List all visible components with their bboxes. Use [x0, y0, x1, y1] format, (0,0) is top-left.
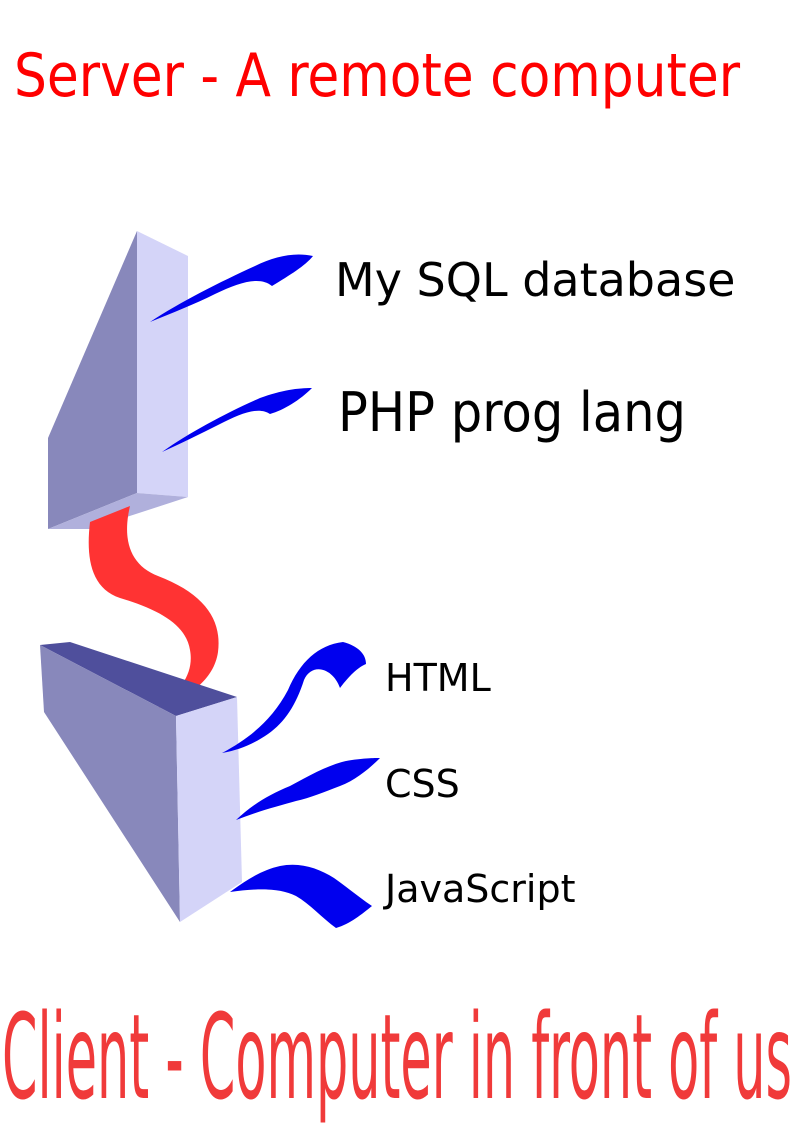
- client-stroke-css: [236, 758, 380, 820]
- server-stroke-language: [162, 388, 312, 452]
- client-title: Client - Computer in front of us: [2, 988, 792, 1123]
- client-stroke-html: [222, 642, 366, 753]
- label-css: CSS: [385, 762, 460, 806]
- label-javascript: JavaScript: [383, 867, 575, 911]
- server-block-side-face: [137, 231, 188, 497]
- server-stroke-database: [150, 254, 313, 322]
- server-block-front-face: [48, 231, 137, 529]
- client-stroke-javascript: [230, 864, 372, 928]
- label-html: HTML: [385, 656, 491, 700]
- client-block-top-face: [40, 642, 237, 716]
- server-block: [48, 231, 188, 529]
- label-php-prog-lang: PHP prog lang: [338, 381, 686, 444]
- connector-cable: [88, 506, 219, 708]
- client-block: [40, 642, 242, 922]
- client-block-side-face: [176, 697, 242, 922]
- client-block-front-face: [40, 645, 180, 922]
- server-title: Server - A remote computer: [14, 41, 741, 111]
- label-mysql-database: My SQL database: [335, 253, 735, 307]
